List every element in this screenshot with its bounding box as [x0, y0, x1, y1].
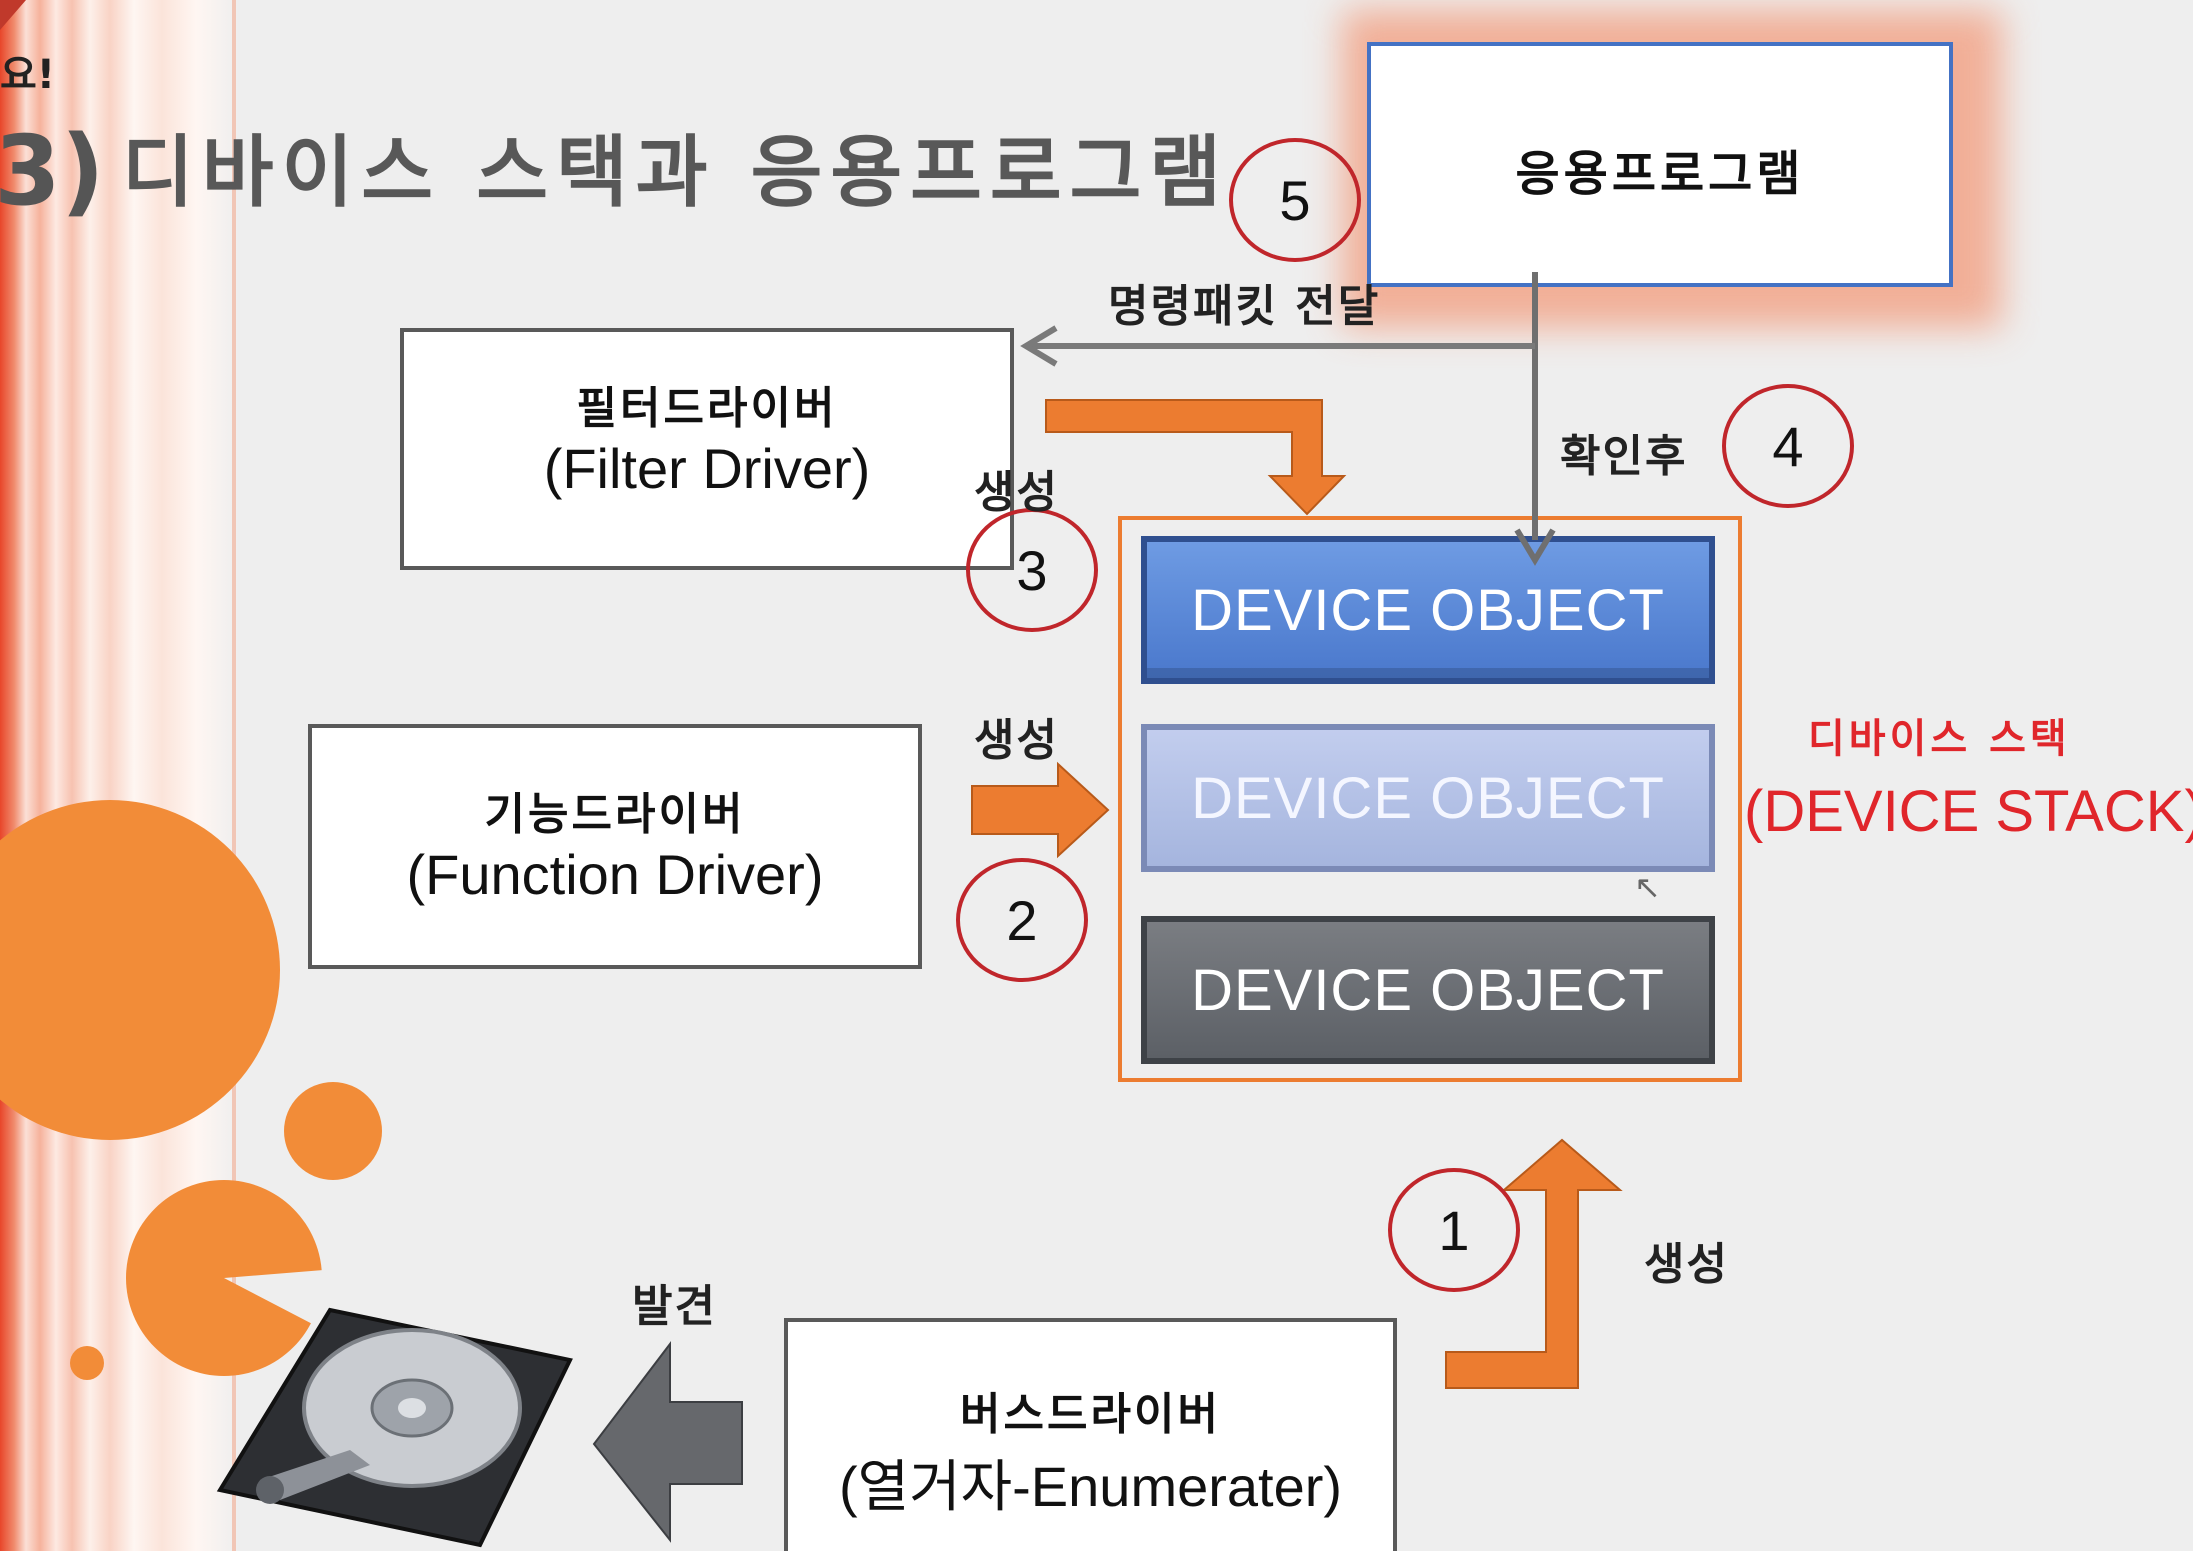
- discover-label: 발견: [632, 1281, 717, 1332]
- section-number: 3): [0, 115, 105, 227]
- create-arrow-1: [1445, 1138, 1623, 1389]
- step-2-circle: 2: [956, 858, 1088, 982]
- create-label-step3: 생성: [974, 467, 1059, 518]
- corner-text: 요!: [0, 52, 56, 98]
- step-1-circle: 1: [1388, 1168, 1520, 1292]
- decorative-circle-large: [0, 800, 280, 1140]
- device-stack-frame: [1118, 516, 1742, 1082]
- mouse-cursor-icon: ↖: [1634, 868, 1661, 906]
- filter-driver-box: 필터드라이버 (Filter Driver): [400, 328, 1014, 570]
- after-confirm-label: 확인후: [1560, 431, 1688, 482]
- device-object-middle: DEVICE OBJECT: [1141, 724, 1715, 872]
- decorative-circle-small: [284, 1082, 382, 1180]
- create-label-step2: 생성: [974, 715, 1059, 766]
- bus-driver-korean: 버스드라이버: [960, 1389, 1221, 1440]
- create-label-step1: 생성: [1644, 1239, 1729, 1290]
- decorative-dot: [70, 1346, 104, 1380]
- app-to-stack-arrowhead: [1514, 528, 1556, 566]
- bus-driver-english: (열거자-Enumerater): [838, 1455, 1343, 1518]
- device-object-bottom: DEVICE OBJECT: [1141, 916, 1715, 1064]
- discover-arrow: [592, 1341, 743, 1543]
- step-4-circle: 4: [1722, 384, 1854, 508]
- create-arrow-3: [1045, 399, 1347, 516]
- filter-driver-english: (Filter Driver): [543, 437, 871, 500]
- create-arrow-2: [971, 761, 1110, 859]
- filter-driver-korean: 필터드라이버: [576, 383, 838, 434]
- function-driver-english: (Function Driver): [406, 843, 824, 906]
- function-driver-korean: 기능드라이버: [484, 789, 746, 840]
- slide-title: 디바이스 스택과 응용프로그램: [122, 128, 1230, 218]
- bus-driver-box: 버스드라이버 (열거자-Enumerater): [784, 1318, 1397, 1551]
- step-3-circle: 3: [966, 508, 1098, 632]
- device-stack-label-korean: 디바이스 스택: [1808, 716, 2071, 762]
- device-object-top: DEVICE OBJECT: [1141, 536, 1715, 684]
- command-packet-label: 명령패킷 전달: [1108, 281, 1381, 332]
- corner-decoration: [0, 0, 26, 30]
- decorative-divider: [232, 0, 236, 1551]
- command-packet-arrowhead: [1020, 325, 1058, 367]
- step-5-circle: 5: [1229, 138, 1361, 262]
- application-box: 응용프로그램: [1367, 42, 1953, 287]
- device-stack-label-english: (DEVICE STACK): [1744, 779, 2193, 844]
- hard-disk-drive-icon: [216, 1307, 573, 1548]
- function-driver-box: 기능드라이버 (Function Driver): [308, 724, 922, 969]
